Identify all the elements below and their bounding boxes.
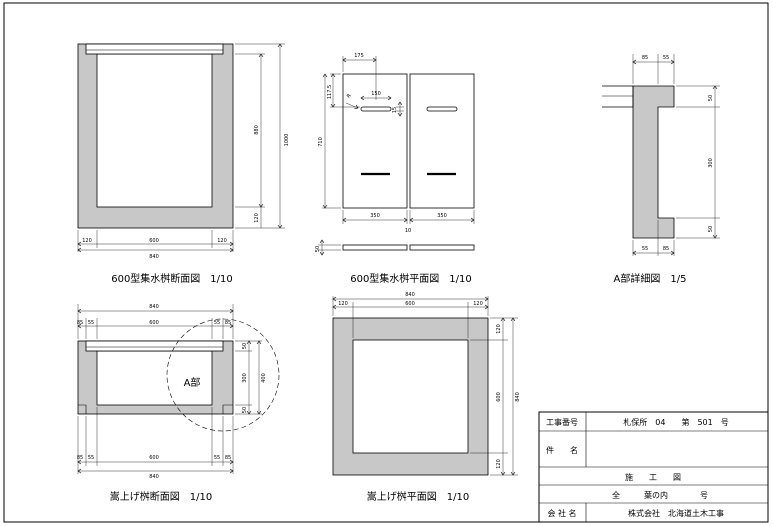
raise-plan-caption: 嵩上げ桝平面図 1/10	[367, 490, 469, 503]
project-no-label: 工事番号	[546, 417, 578, 427]
dim-p-inner: 600	[405, 301, 415, 307]
title-block: 工事番号 札保所 04 第 501 号 件 名 施 工 図 全 葉の内 号 会 …	[538, 411, 769, 523]
drawing-type: 施 工 図	[625, 472, 681, 482]
dim-r-b840: 840	[149, 474, 159, 480]
dim-gap: 10	[405, 228, 411, 234]
sheet-border	[3, 2, 769, 523]
dim-total-width: 840	[149, 254, 159, 260]
box-section-drawing: 1000 880 120 120 600 120 840	[78, 44, 290, 260]
dim-r-total-width: 840	[149, 304, 159, 310]
detail-a-caption: A部詳細図 1/5	[614, 272, 687, 285]
project-no-value: 札保所 04 第 501 号	[623, 417, 728, 427]
dim-p-r-top: 120	[496, 324, 502, 334]
dim-height-inner: 880	[254, 125, 260, 135]
dim-r-b600: 600	[149, 455, 159, 461]
dim-a-right-top: 50	[708, 95, 714, 101]
raise-plan-drawing: 840 120 600 120 120 600 840 120	[333, 292, 521, 475]
dim-r-b85a: 85	[77, 455, 83, 461]
dim-left-small: 117.5	[327, 85, 333, 99]
dim-p-r-inner: 600	[496, 392, 502, 402]
dim-slot-width: 15	[392, 107, 398, 113]
dim-a-right-mid: 300	[708, 158, 714, 168]
dim-r-r50a: 50	[242, 343, 248, 349]
dim-r-b85b: 85	[225, 455, 231, 461]
dim-r-label: R	[346, 93, 353, 100]
company-value: 株式会社 北海道土木工事	[628, 508, 724, 518]
dim-r-t55b: 55	[214, 320, 220, 326]
dim-p-r-bottom: 120	[496, 459, 502, 469]
dim-a-top-right: 55	[663, 55, 669, 61]
box-section-caption: 600型集水桝断面図 1/10	[111, 272, 233, 285]
dim-r-t85a: 85	[77, 320, 83, 326]
dim-r-t55a: 55	[88, 320, 94, 326]
dim-r-r300: 300	[242, 373, 248, 383]
dim-inner-width: 600	[149, 238, 159, 244]
dim-left-width: 350	[370, 213, 380, 219]
dim-height-total: 1000	[284, 134, 290, 147]
dim-p-total-width: 840	[405, 292, 415, 298]
dim-base: 120	[254, 213, 260, 223]
dim-bottom-right: 120	[217, 238, 227, 244]
dim-p-left: 120	[338, 301, 348, 307]
dim-r-b55a: 55	[88, 455, 94, 461]
dim-top-slot: 150	[371, 91, 381, 97]
raise-section-drawing: 840 85 55 600 55 85 50 300 400 50 85 55 …	[77, 304, 280, 480]
box-plan-caption: 600型集水桝平面図 1/10	[350, 272, 472, 285]
detail-a-drawing: 85 55 50 300 50 55 85	[602, 54, 720, 256]
part-a-label: A部	[184, 376, 201, 389]
dim-thickness: 50	[315, 246, 321, 252]
company-label: 会 社 名	[547, 508, 576, 518]
dim-r-r400: 400	[261, 373, 267, 383]
dim-top-offset: 175	[354, 53, 364, 59]
dim-r-b55b: 55	[214, 455, 220, 461]
dim-r-t85b: 85	[225, 320, 231, 326]
dim-plan-height: 710	[318, 137, 324, 147]
dim-r-inner-width: 600	[149, 320, 159, 326]
dim-a-right-bottom: 50	[708, 226, 714, 232]
dim-p-right: 120	[473, 301, 483, 307]
dim-a-bottom-right: 85	[663, 246, 669, 252]
raise-section-caption: 嵩上げ桝断面図 1/10	[110, 490, 212, 503]
dim-bottom-left: 120	[82, 238, 92, 244]
dim-a-bottom-left: 55	[642, 246, 648, 252]
box-plan-drawing: 175 150 R 117.5 710 15 350 350 10 50	[315, 53, 474, 255]
dim-a-top-left: 85	[642, 55, 648, 61]
dim-right-width: 350	[437, 213, 447, 219]
dim-p-r-total: 840	[515, 392, 521, 402]
dim-r-r50b: 50	[242, 407, 248, 413]
subject-label: 件 名	[546, 445, 578, 455]
sheet-info: 全 葉の内 号	[612, 490, 708, 500]
